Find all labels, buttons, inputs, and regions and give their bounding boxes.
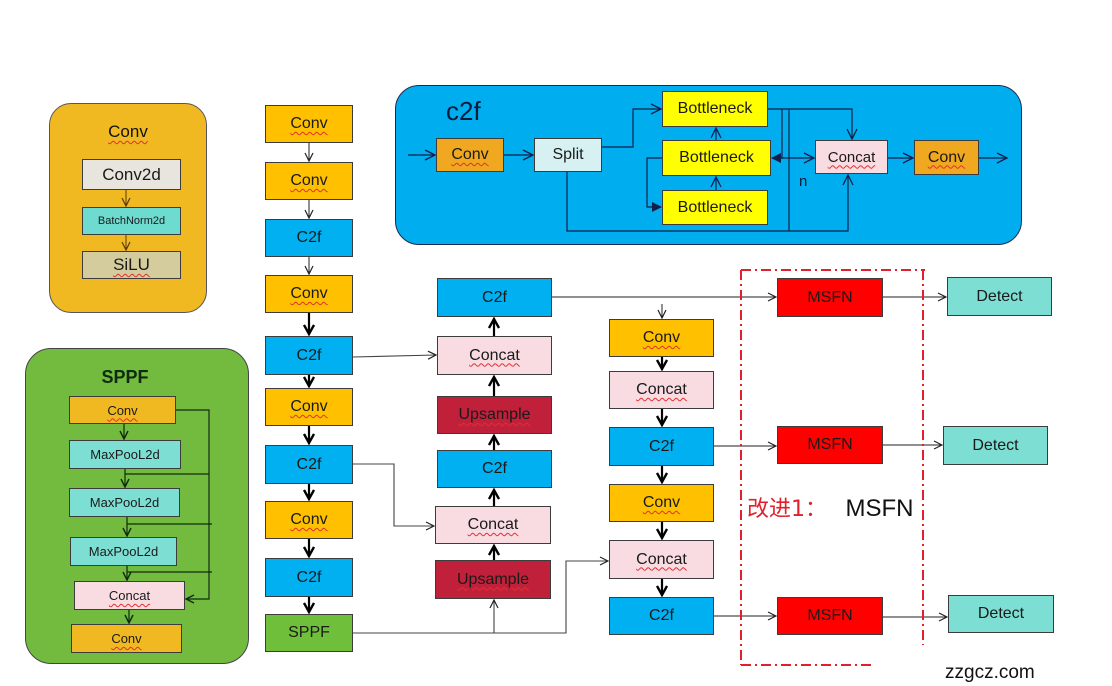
conv-module-title: Conv bbox=[108, 122, 148, 141]
msfn-block-2[interactable]: MSFN bbox=[777, 426, 883, 464]
improvement-label-en: MSFN bbox=[845, 495, 914, 522]
sppf-conv-in[interactable]: Conv bbox=[69, 396, 176, 424]
neck-down-conv-2[interactable]: Conv bbox=[609, 484, 714, 522]
c2f-concat[interactable]: Concat bbox=[815, 140, 888, 174]
c2f-repeat-label: n bbox=[799, 173, 808, 190]
improvement-label: 改进1： MSFN bbox=[747, 491, 913, 523]
backbone-conv-3[interactable]: Conv bbox=[265, 275, 353, 313]
neck-concat-2[interactable]: Concat bbox=[435, 506, 551, 544]
backbone-conv-2[interactable]: Conv bbox=[265, 162, 353, 200]
c2f-bottleneck-3[interactable]: Bottleneck bbox=[662, 190, 768, 225]
sppf-module-title: SPPF bbox=[101, 367, 149, 387]
improvement-label-cn: 改进1： bbox=[747, 497, 827, 522]
sppf-maxpool-1[interactable]: MaxPooL2d bbox=[69, 440, 181, 469]
neck-c2f-top[interactable]: C2f bbox=[437, 278, 552, 317]
sppf-maxpool-3[interactable]: MaxPooL2d bbox=[70, 537, 177, 566]
neck-down-c2f-2[interactable]: C2f bbox=[609, 597, 714, 635]
c2f-bottleneck-2[interactable]: Bottleneck bbox=[662, 140, 771, 176]
neck-down-c2f-1[interactable]: C2f bbox=[609, 427, 714, 466]
neck-c2f-mid[interactable]: C2f bbox=[437, 450, 552, 488]
c2f-module-title: c2f bbox=[446, 96, 481, 126]
backbone-conv-5[interactable]: Conv bbox=[265, 501, 353, 539]
neck-down-conv-1[interactable]: Conv bbox=[609, 319, 714, 357]
backbone-conv-4[interactable]: Conv bbox=[265, 388, 353, 426]
c2f-bottleneck-1[interactable]: Bottleneck bbox=[662, 91, 768, 127]
neck-upsample-2[interactable]: Upsample bbox=[435, 560, 551, 599]
c2f-conv-out[interactable]: Conv bbox=[914, 140, 979, 175]
neck-down-concat-2[interactable]: Concat bbox=[609, 540, 714, 579]
batchnorm2d-block[interactable]: BatchNorm2d bbox=[82, 207, 181, 235]
neck-down-concat-1[interactable]: Concat bbox=[609, 371, 714, 409]
sppf-conv-out[interactable]: Conv bbox=[71, 624, 182, 653]
backbone-c2f-2[interactable]: C2f bbox=[265, 336, 353, 375]
backbone-conv-1[interactable]: Conv bbox=[265, 105, 353, 143]
silu-block[interactable]: SiLU bbox=[82, 251, 181, 279]
detect-head-3[interactable]: Detect bbox=[948, 595, 1054, 633]
backbone-c2f-4[interactable]: C2f bbox=[265, 558, 353, 597]
detect-head-2[interactable]: Detect bbox=[943, 426, 1048, 465]
sppf-maxpool-2[interactable]: MaxPooL2d bbox=[69, 488, 180, 517]
conv2d-block[interactable]: Conv2d bbox=[82, 159, 181, 190]
backbone-c2f-3[interactable]: C2f bbox=[265, 445, 353, 484]
detect-head-1[interactable]: Detect bbox=[947, 277, 1052, 316]
msfn-block-1[interactable]: MSFN bbox=[777, 278, 883, 317]
sppf-concat[interactable]: Concat bbox=[74, 581, 185, 610]
watermark: zzgcz.com bbox=[945, 662, 1035, 683]
backbone-sppf[interactable]: SPPF bbox=[265, 614, 353, 652]
c2f-split[interactable]: Split bbox=[534, 138, 602, 172]
msfn-block-3[interactable]: MSFN bbox=[777, 597, 883, 635]
backbone-c2f-1[interactable]: C2f bbox=[265, 219, 353, 257]
neck-concat-1[interactable]: Concat bbox=[437, 336, 552, 375]
neck-upsample-1[interactable]: Upsample bbox=[437, 396, 552, 434]
c2f-conv-in[interactable]: Conv bbox=[436, 138, 504, 172]
